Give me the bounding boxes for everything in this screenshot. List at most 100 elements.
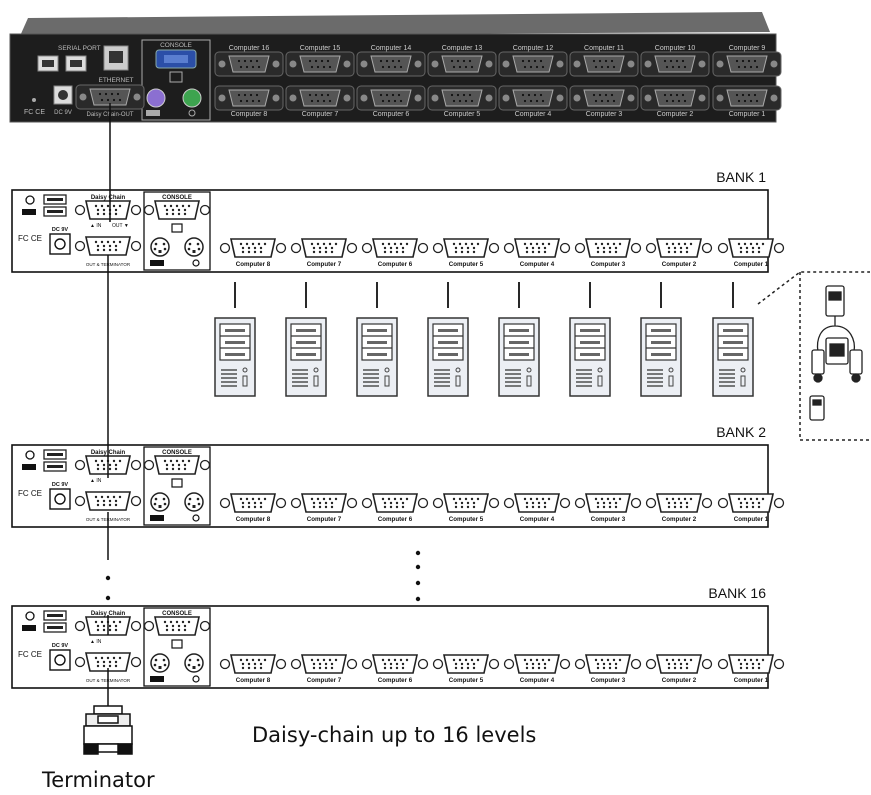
computer-tower-3	[569, 317, 611, 397]
bank-port-label: Computer 4	[520, 677, 555, 684]
bank-chassis	[11, 444, 769, 528]
computer-tower-8	[214, 317, 256, 397]
master-port-bottom-5	[498, 85, 568, 111]
master-port-top-8	[712, 51, 782, 77]
daisy-in-label: ▲ IN	[90, 223, 102, 229]
master-top-face	[20, 12, 770, 36]
keyboard-icon	[150, 260, 164, 266]
master-kvm-unit: SERIAL PORT ETHERNET CONSOLE DC 9V FC CE…	[9, 12, 782, 123]
daisy-chain-label: Daisy Chain	[91, 195, 126, 201]
usb-port	[43, 449, 67, 460]
master-console-group	[141, 39, 211, 121]
master-port-bottom-6	[569, 85, 639, 111]
master-bottom-port-label: Computer 6	[373, 111, 410, 118]
keyboard-icon	[150, 515, 164, 521]
kvm-cable-icon	[809, 285, 863, 421]
master-top-port-label: Computer 11	[584, 45, 624, 52]
master-port-bottom-1	[214, 85, 284, 111]
master-port-top-5	[498, 51, 568, 77]
computer-tower-4	[498, 317, 540, 397]
keyboard-icon	[22, 625, 36, 631]
bank-power-label: DC 9V	[52, 482, 69, 488]
daisy-chain-cable	[107, 103, 111, 706]
master-port-bottom-8	[712, 85, 782, 111]
master-port-bottom-4	[427, 85, 497, 111]
master-top-port-label: Computer 12	[513, 45, 554, 52]
bank-power-jack	[49, 649, 71, 671]
bank-power-jack	[49, 233, 71, 255]
bank-port-label: Computer 2	[662, 516, 697, 523]
bank-port-label: Computer 6	[378, 677, 413, 684]
bank-port-label: Computer 5	[449, 516, 484, 523]
monitor-icon	[171, 639, 183, 649]
master-port-bottom-3	[356, 85, 426, 111]
monitor-icon	[169, 71, 183, 83]
computer-tower-1	[712, 317, 754, 397]
mouse-icon	[192, 675, 200, 683]
daisy-chain-caption: Daisy-chain up to 16 levels	[252, 723, 536, 747]
master-top-port-label: Computer 14	[371, 45, 412, 52]
master-keyboard-ps2	[146, 88, 166, 108]
mouse-icon	[25, 450, 35, 460]
usb-port	[43, 610, 67, 621]
keyboard-icon	[146, 110, 160, 116]
daisy-in-label: ▲ IN	[90, 478, 102, 484]
bank-port-label: Computer 3	[591, 261, 626, 268]
bank-port-label: Computer 4	[520, 516, 555, 523]
master-port-bottom-7	[640, 85, 710, 111]
bank-port-label: Computer 8	[236, 261, 271, 268]
bank-cert-label: FC CE	[18, 234, 42, 243]
usb-port	[43, 461, 67, 472]
master-top-port-label: Computer 13	[442, 45, 483, 52]
master-port-top-6	[569, 51, 639, 77]
daisy-out-label: OUT ▼	[112, 223, 129, 229]
bank-label: BANK 16	[708, 585, 766, 601]
master-top-port-label: Computer 9	[729, 45, 766, 52]
bank-port-label: Computer 7	[307, 516, 342, 523]
kvm-cable-callout	[757, 271, 870, 441]
bank-console-group	[143, 607, 211, 687]
master-port-top-7	[640, 51, 710, 77]
bank-port-label: Computer 7	[307, 677, 342, 684]
master-bottom-port-label: Computer 1	[729, 111, 766, 118]
usb-port	[43, 622, 67, 633]
monitor-icon	[171, 223, 183, 233]
computer-tower-2	[640, 317, 682, 397]
bank-port-label: Computer 4	[520, 261, 555, 268]
bank-power-label: DC 9V	[52, 227, 69, 233]
usb-port	[43, 194, 67, 205]
bank-mouse-ps2	[184, 237, 204, 257]
master-port-top-3	[356, 51, 426, 77]
bank-port-label: Computer 5	[449, 677, 484, 684]
monitor-icon	[171, 478, 183, 488]
bank-power-jack	[49, 488, 71, 510]
master-mouse-ps2	[182, 88, 202, 108]
bank-label: BANK 2	[716, 424, 766, 440]
bank-keyboard-ps2	[150, 237, 170, 257]
bank-port-label: Computer 3	[591, 677, 626, 684]
daisy-in-label: ▲ IN	[90, 639, 102, 645]
master-bottom-port-label: Computer 3	[586, 111, 623, 118]
keyboard-icon	[22, 464, 36, 470]
bank-mouse-ps2	[184, 653, 204, 673]
mouse-icon	[192, 514, 200, 522]
mouse-icon	[188, 109, 196, 117]
bank-port-label: Computer 6	[378, 516, 413, 523]
master-cert-label: FC CE	[24, 109, 45, 116]
master-bottom-port-label: Computer 5	[444, 111, 481, 118]
bank-port-label: Computer 3	[591, 516, 626, 523]
bank-mouse-ps2	[184, 492, 204, 512]
computer-tower-5	[427, 317, 469, 397]
daisy-chain-label: Daisy Chain	[91, 611, 126, 617]
master-top-port-label: Computer 15	[300, 45, 341, 52]
master-port-bottom-2	[285, 85, 355, 111]
master-top-port-label: Computer 10	[655, 45, 696, 52]
master-port-top-1	[214, 51, 284, 77]
serial-port-label: SERIAL PORT	[58, 45, 101, 52]
bank-label: BANK 1	[716, 169, 766, 185]
